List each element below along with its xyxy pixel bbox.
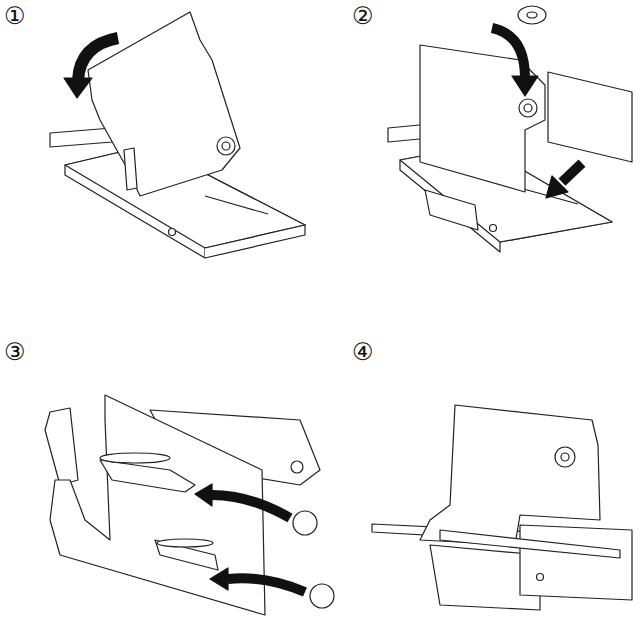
step-number: ④ xyxy=(352,340,374,364)
step-number: ③ xyxy=(4,340,26,364)
step-4-figure xyxy=(372,405,632,610)
step-number: ② xyxy=(352,4,374,28)
step-2-figure xyxy=(388,6,632,252)
step-number: ① xyxy=(4,4,26,28)
step-1-figure xyxy=(50,12,305,258)
step-3-figure xyxy=(45,395,334,615)
